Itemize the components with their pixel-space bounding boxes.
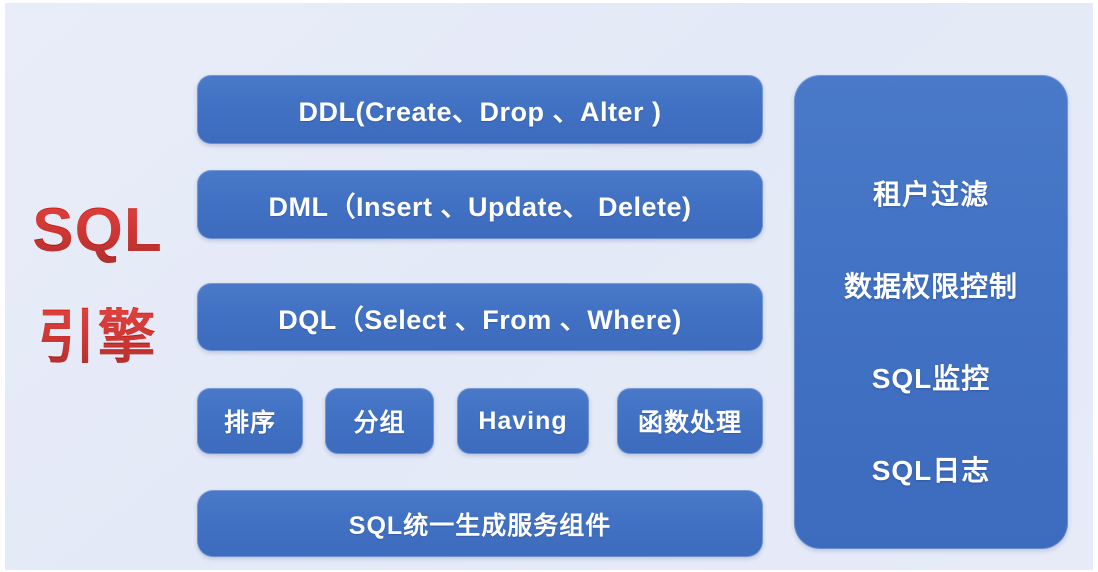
capability-sql-log[interactable]: SQL日志 xyxy=(871,455,991,486)
sql-engine-label: SQL 引擎 xyxy=(5,197,190,370)
capabilities-panel[interactable]: 租户过滤 数据权限控制 SQL监控 SQL日志 xyxy=(794,75,1068,549)
sql-engine-label-line-1: SQL xyxy=(5,197,190,265)
ddl-box-label: DDL(Create、Drop 、Alter ) xyxy=(298,97,662,127)
ddl-box[interactable]: DDL(Create、Drop 、Alter ) xyxy=(197,75,763,144)
capability-sql-monitor[interactable]: SQL监控 xyxy=(871,363,991,394)
clause-box-having-label: Having xyxy=(478,406,568,435)
dql-box-label: DQL（Select 、From 、Where) xyxy=(278,304,682,335)
dql-box[interactable]: DQL（Select 、From 、Where) xyxy=(197,283,763,351)
dml-box-label: DML（Insert 、Update、 Delete) xyxy=(268,192,692,222)
sql-generation-service-label: SQL统一生成服务组件 xyxy=(348,511,612,540)
capability-data-permission[interactable]: 数据权限控制 xyxy=(843,271,1018,302)
capabilities-list: 租户过滤 数据权限控制 SQL监控 SQL日志 xyxy=(794,173,1068,489)
capability-tenant-filter[interactable]: 租户过滤 xyxy=(872,179,989,210)
sql-generation-service-box[interactable]: SQL统一生成服务组件 xyxy=(197,490,763,557)
diagram-stage: SQL 引擎 DDL(Create、Drop 、Alter ) DML（Inse… xyxy=(5,3,1093,570)
clause-box-function[interactable]: 函数处理 xyxy=(617,388,763,454)
clause-box-having[interactable]: Having xyxy=(457,388,589,454)
clause-box-function-label: 函数处理 xyxy=(637,409,742,437)
clause-box-sort[interactable]: 排序 xyxy=(197,388,303,454)
dml-box[interactable]: DML（Insert 、Update、 Delete) xyxy=(197,170,763,239)
sql-engine-label-line-2: 引擎 xyxy=(5,306,190,370)
clause-box-group[interactable]: 分组 xyxy=(325,388,434,454)
clause-box-sort-label: 排序 xyxy=(223,409,276,437)
clause-box-group-label: 分组 xyxy=(353,409,406,437)
